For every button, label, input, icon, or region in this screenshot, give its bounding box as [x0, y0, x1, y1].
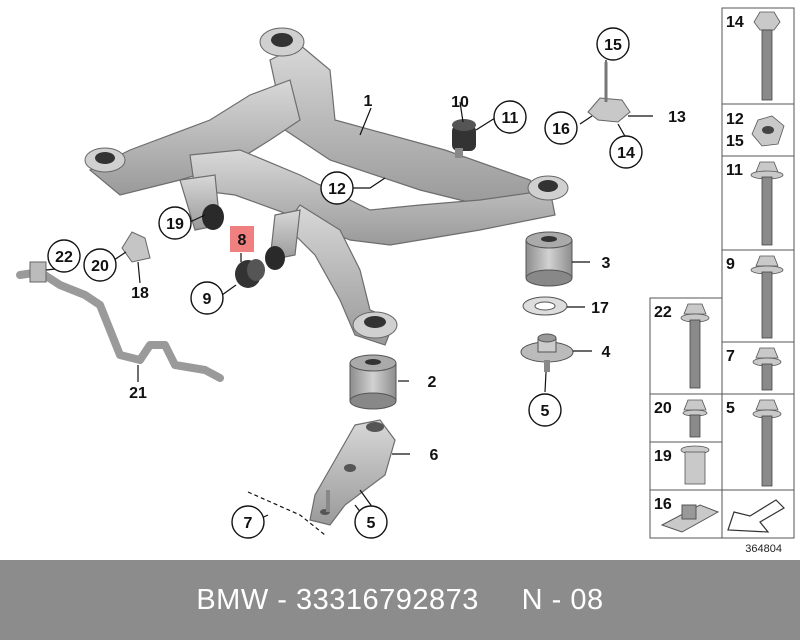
table-label-11: 11	[726, 162, 743, 179]
bushing-9	[235, 259, 265, 288]
callouts: 1 2 3 4 5 6 5 7 8 9 10 11 12 13 14 15 16…	[47, 27, 686, 539]
callout-12-circle	[320, 171, 354, 205]
callout-19-circle	[158, 206, 192, 240]
bar-end-link	[29, 261, 47, 283]
table-label-12: 12	[726, 111, 744, 128]
callout-20: 20	[91, 258, 109, 275]
table-label-22: 22	[654, 304, 672, 321]
callout-5b-circle	[354, 505, 388, 539]
callout-2: 2	[428, 374, 437, 391]
callout-8: 8	[238, 232, 247, 249]
leader-lines	[45, 60, 653, 521]
callout-20-circle	[83, 248, 117, 282]
rubber-mount-2	[349, 354, 397, 410]
table-label-15: 15	[726, 133, 744, 150]
bolt-5	[326, 490, 330, 512]
table-label-14: 14	[726, 14, 744, 31]
callout-13: 13	[668, 109, 686, 126]
callout-22-circle	[47, 239, 81, 273]
callout-7: 7	[244, 515, 253, 532]
callout-21: 21	[129, 385, 147, 402]
callout-5b: 5	[367, 515, 376, 532]
footer-part-number: BMW - 33316792873 N - 08	[196, 583, 604, 616]
rubber-mount-3	[525, 231, 573, 287]
callout-15: 15	[604, 37, 622, 54]
stabilizer-bar-21	[16, 268, 224, 382]
footer-bar: BMW - 33316792873 N - 08	[0, 560, 800, 640]
callout-9-circle	[190, 281, 224, 315]
parts-diagram: 1 2 3 4 5 6 5 7 8 9 10 11 12 13 14 15 16…	[16, 7, 795, 555]
callout-14-circle	[609, 135, 643, 169]
callout-16-circle	[544, 111, 578, 145]
table-label-5: 5	[726, 400, 735, 417]
cell-20	[649, 393, 723, 443]
callout-10: 10	[451, 94, 469, 111]
callout-5a: 5	[541, 403, 550, 420]
callout-1: 1	[364, 93, 373, 110]
callout-19: 19	[166, 216, 184, 233]
callout-17: 17	[591, 300, 609, 317]
table-label-16: 16	[654, 496, 672, 513]
callout-7-circle	[231, 505, 265, 539]
bracket-6	[309, 419, 396, 526]
table-label-19: 19	[654, 448, 672, 465]
callout-22: 22	[55, 249, 73, 266]
parts-table: 14 12 15 11 9 22 7 20 5 19 16 364804	[649, 7, 795, 555]
stop-4	[520, 333, 574, 372]
callout-4: 4	[602, 344, 611, 361]
table-label-20: 20	[654, 400, 672, 417]
bracket-20	[121, 231, 151, 263]
callout-5a-circle	[528, 393, 562, 427]
callout-14: 14	[617, 145, 635, 162]
callout-3: 3	[602, 255, 611, 272]
callout-11-circle	[493, 100, 527, 134]
callout-16: 16	[552, 121, 570, 138]
callout-18: 18	[131, 285, 149, 302]
table-label-7: 7	[726, 348, 735, 365]
callout-8-highlight	[230, 226, 254, 252]
washer-17	[522, 296, 568, 316]
bushing-10	[452, 119, 476, 158]
reference-number: 364804	[745, 543, 782, 555]
callout-11: 11	[502, 110, 519, 127]
bracket-16	[587, 62, 631, 123]
cell-7	[721, 341, 795, 395]
table-label-9: 9	[726, 256, 735, 273]
callout-12: 12	[328, 181, 346, 198]
rear-axle-subframe	[84, 27, 569, 346]
callout-6: 6	[430, 447, 439, 464]
callout-9: 9	[203, 291, 212, 308]
callout-15-circle	[596, 27, 630, 61]
